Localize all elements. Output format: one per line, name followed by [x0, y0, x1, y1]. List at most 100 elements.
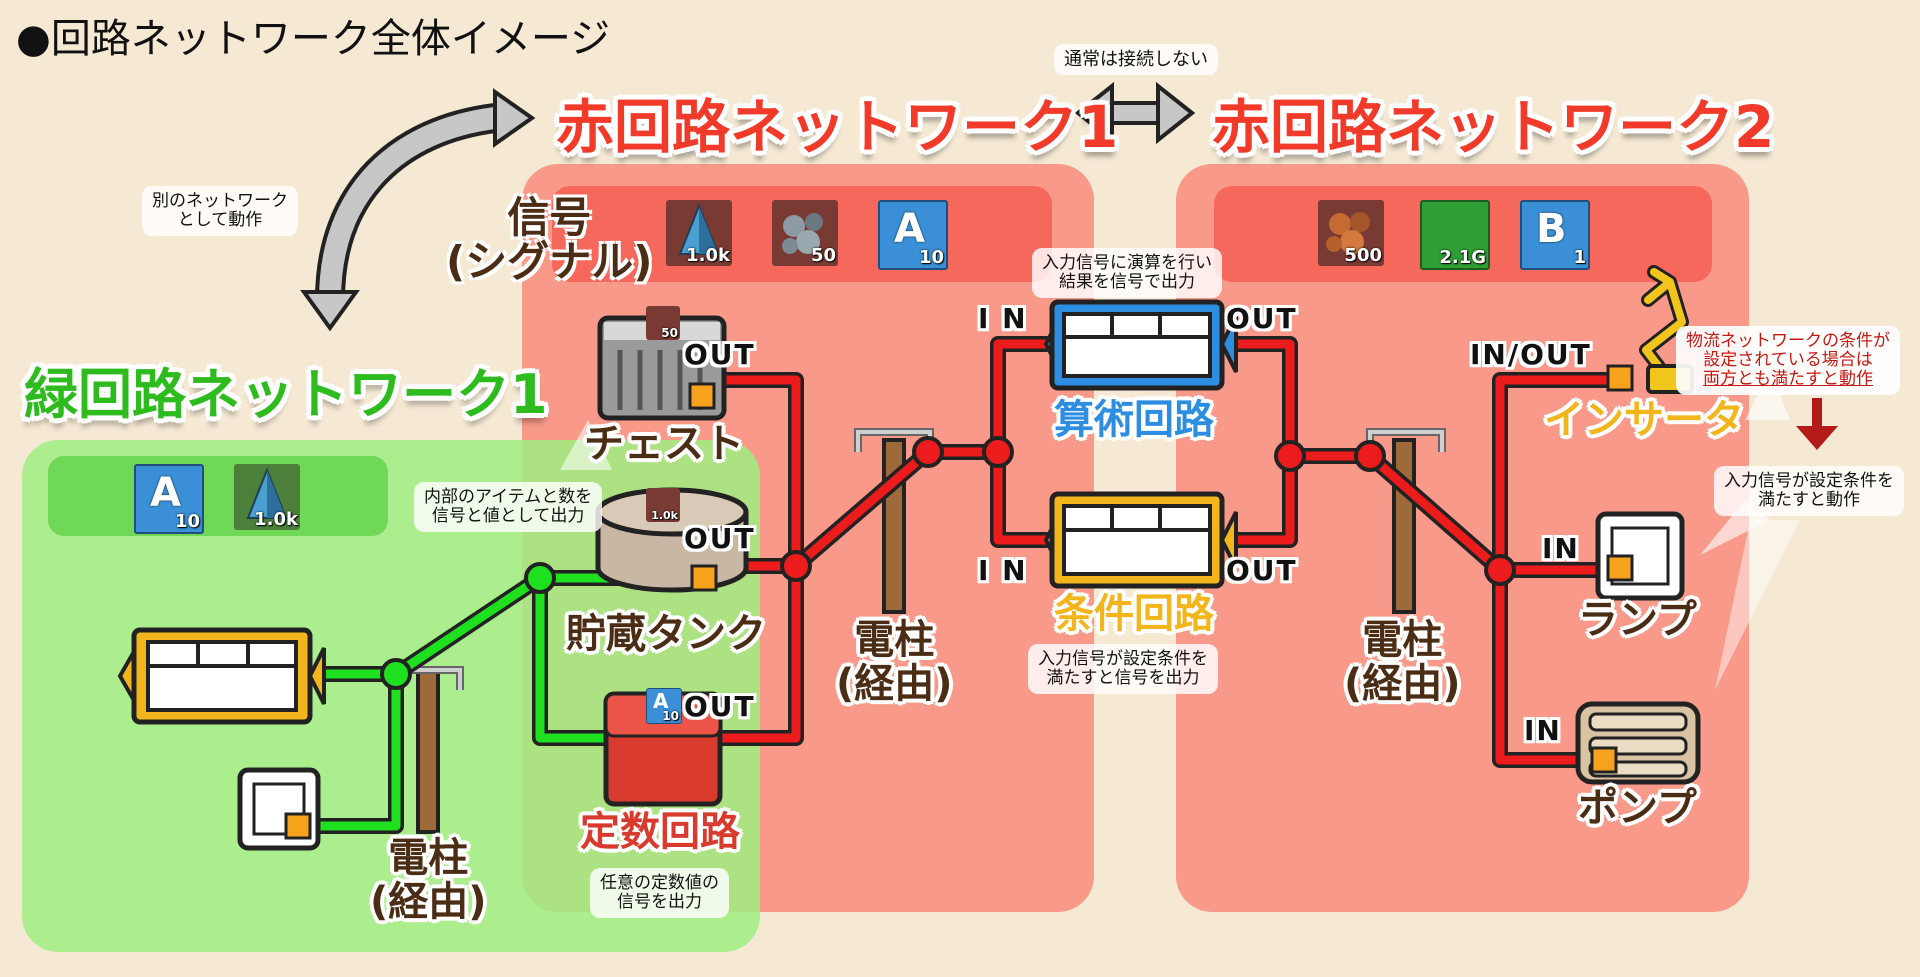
- signal-value: 1.0k: [686, 245, 730, 266]
- signal-value: 10: [174, 511, 200, 532]
- lamp-in-port: IN: [1542, 532, 1580, 565]
- input-callout-tail-2: [1715, 520, 1800, 690]
- separate-network-line-2: として動作: [177, 210, 263, 230]
- signal-value: 50: [810, 245, 836, 266]
- decider-in-port: I N: [978, 554, 1028, 587]
- storage-tank-label: 貯蔵タンク: [566, 611, 766, 657]
- letter-a-icon: A 10: [878, 200, 948, 270]
- signal-value: 500: [1344, 245, 1382, 266]
- green-network-lamp: [237, 767, 321, 851]
- inserter-entity: [1606, 265, 1694, 394]
- storage-output-line-1: 内部のアイテムと数を: [424, 487, 593, 507]
- tank-badge-value: 1.0k: [651, 509, 678, 522]
- ore-cone-graphic: [246, 467, 288, 519]
- decider-desc-line-2: 満たすと信号を出力: [1046, 668, 1200, 688]
- logistics-cond-line-1: 物流ネットワークの条件が: [1686, 331, 1890, 351]
- letter-a-icon: A 10: [134, 464, 204, 534]
- chest-badge-value: 50: [661, 326, 678, 340]
- decider-desc-note: 入力信号が設定条件を 満たすと信号を出力: [1028, 644, 1218, 694]
- red-network-1-heading: 赤回路ネットワーク1: [556, 93, 1119, 161]
- signal-label-line-1: 信号: [507, 193, 592, 242]
- pole-green-label: 電柱 (経由): [370, 836, 487, 924]
- signal-value: 1.0k: [254, 509, 298, 530]
- logistics-condition-note: 物流ネットワークの条件が 設定されている場合は 両方とも満たすと動作: [1676, 326, 1900, 395]
- storage-output-note: 内部のアイテムと数を 信号と値として出力: [414, 482, 603, 532]
- pole-label-line-2: (経由): [370, 879, 487, 925]
- copper-ore-graphic: [1326, 212, 1370, 254]
- signal-letter: B: [1536, 206, 1567, 252]
- pump-label: ポンプ: [1578, 785, 1697, 831]
- lamp-entity: [1595, 511, 1685, 601]
- arith-desc-line-1: 入力信号に演算を行い: [1042, 253, 1212, 273]
- constant-desc-line-2: 信号を出力: [617, 892, 702, 912]
- power-pole-green: [396, 666, 464, 834]
- pole-label-line-2: (経由): [1344, 661, 1461, 707]
- copper-ore-icon: 500: [1318, 200, 1384, 266]
- pole-label-line-1: 電柱: [388, 835, 469, 881]
- curved-arrow-icon: [300, 88, 536, 332]
- chest-out-port: OUT: [684, 338, 756, 371]
- constant-badge-icon: A 10: [646, 688, 682, 724]
- constant-desc-note: 任意の定数値の 信号を出力: [590, 868, 729, 918]
- green-network-1-heading: 緑回路ネットワーク1: [24, 363, 548, 426]
- logistics-cond-line-3: 両方とも満たすと動作: [1703, 369, 1873, 389]
- decider-combinator-entity: [1043, 491, 1238, 589]
- chest-label: チェスト: [584, 421, 744, 467]
- signal-label: 信号 (シグナル): [446, 196, 652, 284]
- letter-b-icon: B 1: [1520, 200, 1590, 270]
- green-network-combinator: [117, 627, 326, 725]
- decider-combinator-label: 条件回路: [1054, 591, 1214, 637]
- separate-network-note: 別のネットワーク として動作: [142, 186, 298, 236]
- signal-value: 10: [918, 247, 944, 268]
- ore-cone-graphic: [678, 203, 720, 255]
- signal-value: 2.1G: [1439, 247, 1486, 268]
- input-cond-line-1: 入力信号が設定条件を: [1724, 471, 1894, 491]
- constant-desc-line-1: 任意の定数値の: [600, 873, 719, 893]
- signal-letter: A: [150, 470, 181, 516]
- pole-label-line-1: 電柱: [1362, 617, 1443, 663]
- stone-ore-graphic: [782, 213, 823, 254]
- pump-in-port: IN: [1524, 714, 1562, 747]
- pole-red-1-label: 電柱 (経由): [836, 618, 953, 706]
- arith-desc-note: 入力信号に演算を行い 結果を信号で出力: [1032, 248, 1222, 298]
- red-down-arrow-icon: [1796, 398, 1838, 450]
- signal-letter: A: [894, 206, 925, 252]
- logistics-cond-line-2: 設定されている場合は: [1703, 350, 1873, 370]
- tank-out-port: OUT: [684, 522, 756, 555]
- tank-badge-icon: 1.0k: [646, 488, 680, 522]
- signal-value: 1: [1573, 247, 1586, 268]
- logistics-tail: [1745, 370, 1790, 420]
- input-condition-note: 入力信号が設定条件を 満たすと動作: [1714, 466, 1904, 516]
- constant-badge-value: 10: [662, 709, 679, 723]
- decider-desc-line-1: 入力信号が設定条件を: [1038, 649, 1208, 669]
- storage-tank-entity: [595, 487, 749, 593]
- double-arrow-icon: [1074, 81, 1196, 145]
- constant-out-port: OUT: [684, 690, 756, 723]
- constant-badge-letter: A: [653, 689, 669, 713]
- signal-label-line-2: (シグナル): [446, 237, 653, 286]
- decider-out-port: OUT: [1226, 554, 1298, 587]
- storage-output-line-2: 信号と値として出力: [431, 506, 585, 526]
- constant-combinator-label: 定数回路: [580, 809, 740, 855]
- green-square-icon: 2.1G: [1420, 200, 1490, 270]
- not-connected-note: 通常は接続しない: [1054, 44, 1218, 75]
- arith-in-port: I N: [978, 302, 1028, 335]
- pole-label-line-1: 電柱: [854, 617, 935, 663]
- inserter-inout-port: IN/OUT: [1470, 338, 1592, 371]
- arithmetic-combinator-label: 算術回路: [1054, 397, 1214, 443]
- ore-cone-icon: 1.0k: [666, 200, 732, 266]
- arith-out-port: OUT: [1226, 302, 1298, 335]
- ore-cone-icon: 1.0k: [234, 464, 300, 530]
- stone-ore-icon: 50: [772, 200, 838, 266]
- arithmetic-combinator-entity: [1043, 299, 1238, 391]
- lamp-label: ランプ: [1578, 597, 1697, 643]
- page-title: ●回路ネットワーク全体イメージ: [16, 16, 611, 62]
- inserter-label: インサータ: [1544, 397, 1744, 443]
- pole-label-line-2: (経由): [836, 661, 953, 707]
- not-connected-text: 通常は接続しない: [1064, 49, 1208, 70]
- pump-entity: [1575, 701, 1701, 785]
- input-cond-line-2: 満たすと動作: [1758, 490, 1860, 510]
- chest-badge-icon: 50: [646, 306, 680, 340]
- green-1-signal-bar: [48, 456, 388, 536]
- storage-callout-tail: [560, 420, 612, 470]
